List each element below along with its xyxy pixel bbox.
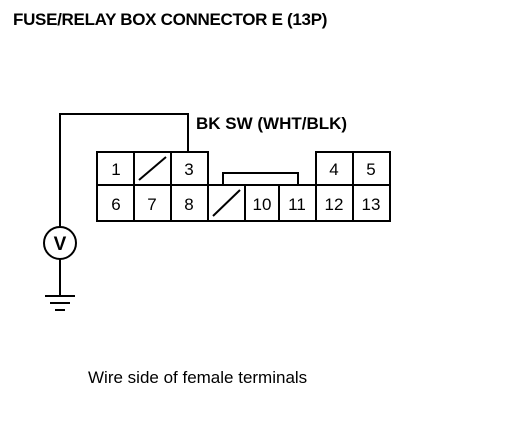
voltmeter-symbol: V	[54, 234, 67, 255]
pin-4: 4	[329, 160, 338, 179]
pin-5: 5	[366, 160, 375, 179]
diagram-caption: Wire side of female terminals	[88, 368, 308, 387]
pin-12: 12	[325, 195, 344, 214]
pin-8: 8	[184, 195, 193, 214]
empty-cavity-2	[138, 156, 167, 181]
diagram-title: FUSE/RELAY BOX CONNECTOR E (13P)	[13, 10, 328, 29]
pin-1: 1	[111, 160, 120, 179]
pin-13: 13	[362, 195, 381, 214]
pin-11: 11	[288, 195, 306, 214]
pin-6: 6	[111, 195, 120, 214]
voltmeter-icon	[43, 226, 77, 260]
ground-symbol-icon	[45, 295, 75, 311]
pin-7: 7	[147, 195, 156, 214]
connector-body	[96, 151, 391, 222]
test-lead-wire	[59, 113, 189, 227]
pin-3: 3	[184, 160, 193, 179]
empty-cavity-9	[212, 189, 241, 217]
wire-label: BK SW (WHT/BLK)	[196, 114, 348, 133]
pin-10: 10	[253, 195, 272, 214]
